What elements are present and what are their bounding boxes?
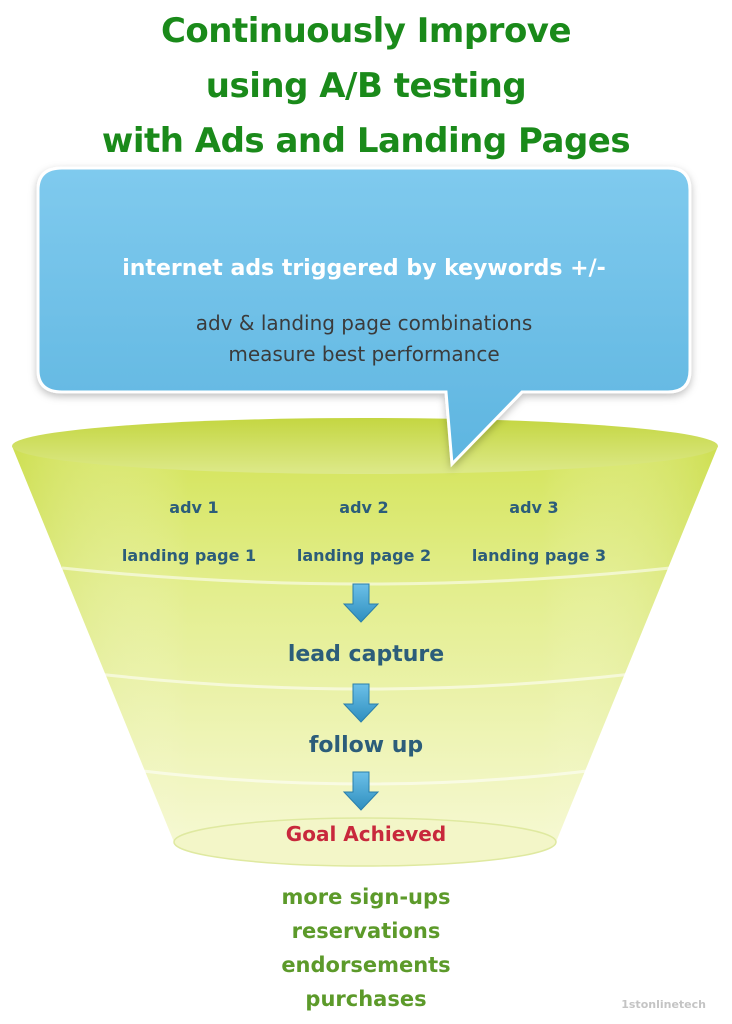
landing-page-label-1: landing page 1 (121, 546, 257, 565)
ad-label-2: adv 2 (339, 498, 389, 517)
outcomes-list: more sign-ups reservations endorsements … (0, 880, 732, 1016)
stage-follow-up: follow up (308, 733, 424, 758)
outcome-item: purchases (305, 987, 427, 1011)
landing-page-label-3: landing page 3 (471, 546, 607, 565)
outcome-item: endorsements (281, 953, 451, 977)
down-arrow-icon (342, 583, 380, 623)
ad-label-1: adv 1 (169, 498, 219, 517)
goal-achieved: Goal Achieved (285, 822, 447, 846)
diagram-title: Continuously Improve using A/B testing w… (0, 4, 732, 169)
funnel-rim (12, 418, 718, 474)
ad-label-3: adv 3 (509, 498, 559, 517)
bubble-line-2: measure best performance (228, 342, 500, 366)
outcome-item: reservations (291, 919, 441, 943)
speech-bubble (36, 166, 692, 468)
funnel-body (12, 446, 718, 867)
title-line-3: with Ads and Landing Pages (101, 121, 631, 161)
title-line-1: Continuously Improve (160, 11, 572, 51)
bubble-headline: internet ads triggered by keywords +/- (122, 256, 606, 281)
title-line-2: using A/B testing (205, 66, 527, 106)
credit-watermark: 1stonlinetech (621, 998, 706, 1011)
outcome-item: more sign-ups (281, 885, 451, 909)
landing-page-label-2: landing page 2 (296, 546, 432, 565)
down-arrow-icon (342, 771, 380, 811)
stage-lead-capture: lead capture (287, 642, 445, 667)
bubble-line-1: adv & landing page combinations (195, 311, 533, 335)
down-arrow-icon (342, 683, 380, 723)
